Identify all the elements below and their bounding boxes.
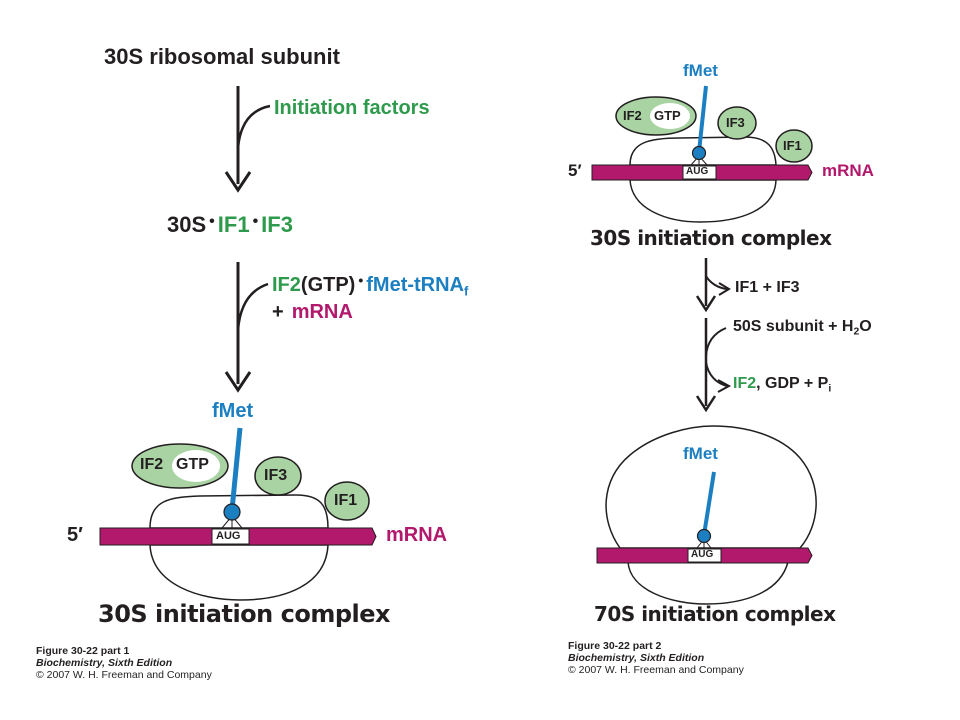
p2-step-in: 50S subunit + H2O xyxy=(733,318,872,338)
p2-five-prime: 5′ xyxy=(568,161,582,180)
p2-mrna-strand xyxy=(591,164,813,181)
p2-if2-gtp-oval xyxy=(615,96,697,136)
p1-gtp-oval-label: GTP xyxy=(176,456,209,473)
p2-if1-oval xyxy=(775,129,813,163)
p1-arrow-2 xyxy=(224,262,269,393)
p1-if1-oval xyxy=(324,481,370,521)
p2-caption: Figure 30-22 part 2 Biochemistry, Sixth … xyxy=(568,640,744,676)
p1-if1-oval-label: IF1 xyxy=(334,492,358,509)
p2-fmet-trna xyxy=(690,85,708,166)
p1-30s-label: 30S xyxy=(167,212,207,237)
p1-if2-gtp-oval xyxy=(131,443,229,489)
p1-caption-figure: Figure 30-22 part 1 xyxy=(36,645,130,657)
p2-step-in-tail: O xyxy=(859,318,872,335)
p2-arrow-2 xyxy=(695,318,732,413)
p2-mrna-strand-label: mRNA xyxy=(822,161,874,180)
p1-step2-line1: IF2(GTP)•fMet-tRNAf xyxy=(272,272,469,299)
p1-gtp-label: (GTP) xyxy=(300,274,356,296)
p1-arrow-1 xyxy=(224,86,271,193)
p1-fmet-label: fMet xyxy=(212,400,254,422)
p1-fmet-trna xyxy=(221,427,243,529)
p2-step-out: IF2, GDP + Pi xyxy=(733,375,831,395)
p2-step-in-label: 50S subunit + H xyxy=(733,318,854,335)
p1-aug-label: AUG xyxy=(216,530,241,542)
p2-release-1: IF1 + IF3 xyxy=(735,279,800,297)
p2-gtp-oval-label: GTP xyxy=(654,108,681,123)
p1-if2-oval-label: IF2 xyxy=(140,456,164,473)
p2-release-if1: IF1 xyxy=(735,279,759,296)
p2-arrow-1 xyxy=(695,258,731,313)
p2-aug-label: AUG xyxy=(686,166,709,177)
p2-final-title: 70S initiation complex xyxy=(594,602,836,626)
p2-caption-copyright: © 2007 W. H. Freeman and Company xyxy=(568,664,744,676)
p2-release-plus: + xyxy=(762,279,772,296)
p1-if3-oval-label: IF3 xyxy=(264,467,288,484)
p2-fmet-label: fMet xyxy=(683,61,718,80)
p1-if2-label: IF2 xyxy=(272,274,301,296)
p2-step-out-sub: i xyxy=(828,383,832,395)
p1-intermediate: 30S•IF1•IF3 xyxy=(167,212,293,237)
p1-caption-book: Biochemistry, Sixth Edition xyxy=(36,657,173,669)
p2-final-aug-label: AUG xyxy=(691,549,714,560)
p1-if3-oval xyxy=(254,456,302,496)
p2-step-in-sub: 2 xyxy=(853,326,860,338)
p2-if1-oval-label: IF1 xyxy=(783,138,802,153)
p1-fmet-trna-label: fMet-tRNA xyxy=(366,274,465,296)
p2-caption-book: Biochemistry, Sixth Edition xyxy=(568,652,705,664)
p2-complex-title: 30S initiation complex xyxy=(590,226,832,250)
p2-if3-oval xyxy=(717,106,757,140)
p1-fmet-trna-sub: f xyxy=(464,283,469,299)
p1-if1-label: IF1 xyxy=(217,212,250,237)
p2-if2-oval-label: IF2 xyxy=(623,108,642,123)
p2-final-mrna-strand xyxy=(596,547,813,564)
p2-final-fmet-label: fMet xyxy=(683,444,718,463)
p1-caption-copyright: © 2007 W. H. Freeman and Company xyxy=(36,669,212,681)
p1-title: 30S ribosomal subunit xyxy=(104,44,340,69)
p1-caption: Figure 30-22 part 1 Biochemistry, Sixth … xyxy=(36,645,212,681)
p1-mrna-strand-label: mRNA xyxy=(386,524,448,546)
p1-step2-line2: + mRNA xyxy=(272,301,353,324)
p1-mrna-strand xyxy=(99,527,377,546)
p2-step-out-rest: , GDP + P xyxy=(756,375,829,392)
p1-mrna-label: mRNA xyxy=(291,301,353,323)
p1-if3-label: IF3 xyxy=(261,212,293,237)
p2-if3-oval-label: IF3 xyxy=(726,115,745,130)
p1-plus: + xyxy=(272,301,284,323)
p2-caption-figure: Figure 30-22 part 2 xyxy=(568,640,662,652)
p1-step1-label: Initiation factors xyxy=(274,97,430,119)
p2-final-fmet-trna xyxy=(696,471,716,549)
p2-step-out-if2: IF2 xyxy=(733,375,757,392)
p2-release-if3: IF3 xyxy=(776,279,800,296)
p1-five-prime: 5′ xyxy=(67,524,83,546)
p1-complex-title: 30S initiation complex xyxy=(98,600,391,628)
